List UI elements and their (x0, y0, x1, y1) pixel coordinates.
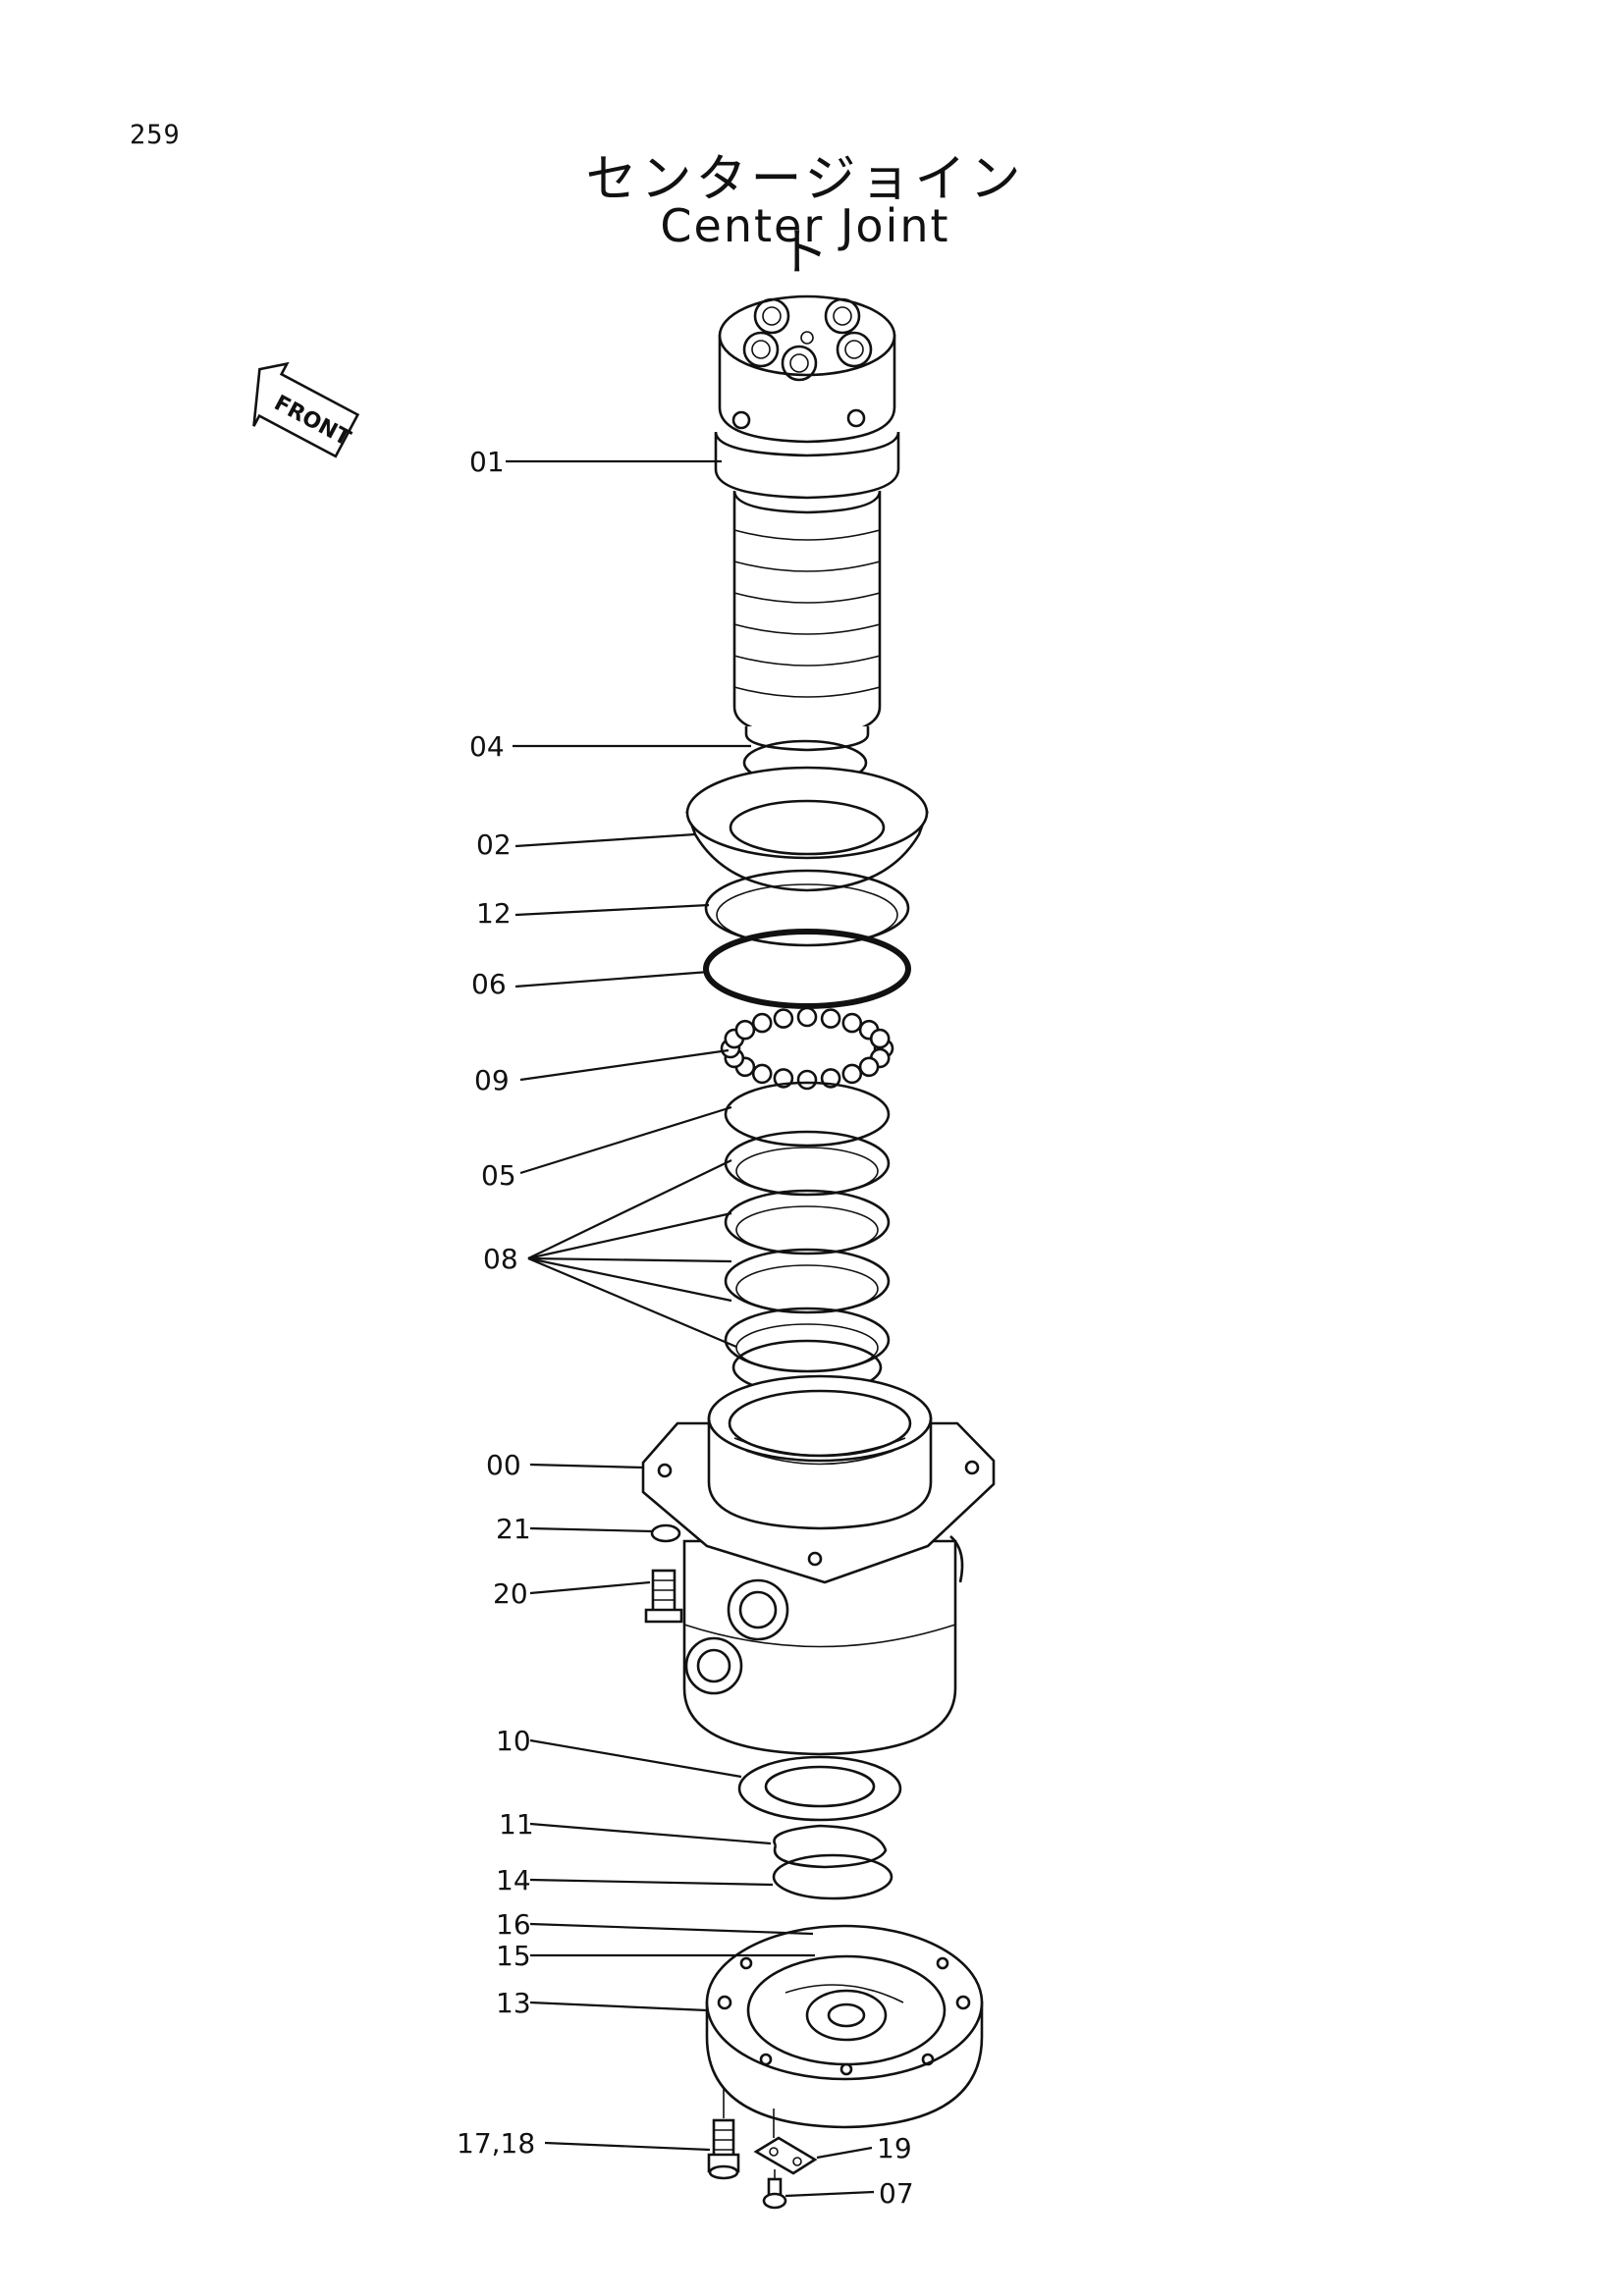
bearing-ball (796, 1069, 818, 1091)
label-07: 07 (879, 2177, 914, 2210)
leader-lines (506, 459, 875, 2198)
part-labels: 01 04 02 12 06 09 05 08 00 21 20 10 11 1… (457, 446, 914, 2210)
bearing-ball (773, 1008, 794, 1029)
ball-set-09 (720, 1006, 894, 1091)
label-16: 16 (496, 1908, 531, 1941)
snap-ring-11 (773, 1824, 888, 1869)
title-japanese: センタージョイント (585, 150, 1025, 283)
label-09: 09 (474, 1064, 510, 1096)
label-15: 15 (496, 1940, 531, 1972)
bolt-17-18 (707, 2118, 740, 2180)
flange-ring-02 (685, 766, 929, 892)
bearing-ball (858, 1056, 880, 1078)
label-14: 14 (496, 1864, 531, 1896)
ring-14 (772, 1853, 893, 1900)
label-06: 06 (471, 968, 507, 1000)
screw-07 (762, 2177, 787, 2210)
ring-05 (724, 1081, 891, 1148)
label-10: 10 (496, 1725, 531, 1757)
o-ring-06 (703, 929, 911, 1009)
bearing-ball (869, 1028, 891, 1049)
page-number: 259 (130, 120, 181, 150)
bearing-ball (734, 1019, 756, 1041)
body-00 (641, 1374, 996, 1756)
label-04: 04 (469, 730, 505, 763)
label-08: 08 (483, 1243, 518, 1275)
label-05: 05 (481, 1159, 516, 1192)
bearing-ball (820, 1008, 841, 1029)
seal-ring-12 (704, 869, 910, 947)
washer-21 (650, 1523, 681, 1543)
label-02: 02 (476, 828, 512, 861)
label-21: 21 (496, 1513, 531, 1545)
bearing-ball (841, 1012, 863, 1034)
front-label: FRONT (270, 391, 354, 452)
label-19: 19 (877, 2132, 912, 2164)
label-20: 20 (493, 1577, 528, 1610)
bearing-ball (796, 1006, 818, 1028)
seal-set-08 (724, 1130, 891, 1396)
label-13: 13 (496, 1987, 531, 2019)
front-arrow-icon: FRONT (252, 361, 360, 458)
label-11: 11 (499, 1808, 534, 1841)
bearing-ball (751, 1012, 773, 1034)
label-12: 12 (476, 897, 512, 930)
bearing-ball (841, 1063, 863, 1085)
bearing-ball (751, 1063, 773, 1085)
label-00: 00 (486, 1449, 521, 1481)
title-english: Center Joint (660, 199, 950, 252)
label-01: 01 (469, 446, 505, 478)
plate-19 (753, 2136, 818, 2175)
plate-ring-10 (737, 1755, 902, 1822)
label-17-18: 17,18 (457, 2127, 535, 2160)
bolt-20 (644, 1569, 683, 1624)
cover-13 (705, 1924, 984, 2129)
spindle-part (714, 294, 900, 752)
